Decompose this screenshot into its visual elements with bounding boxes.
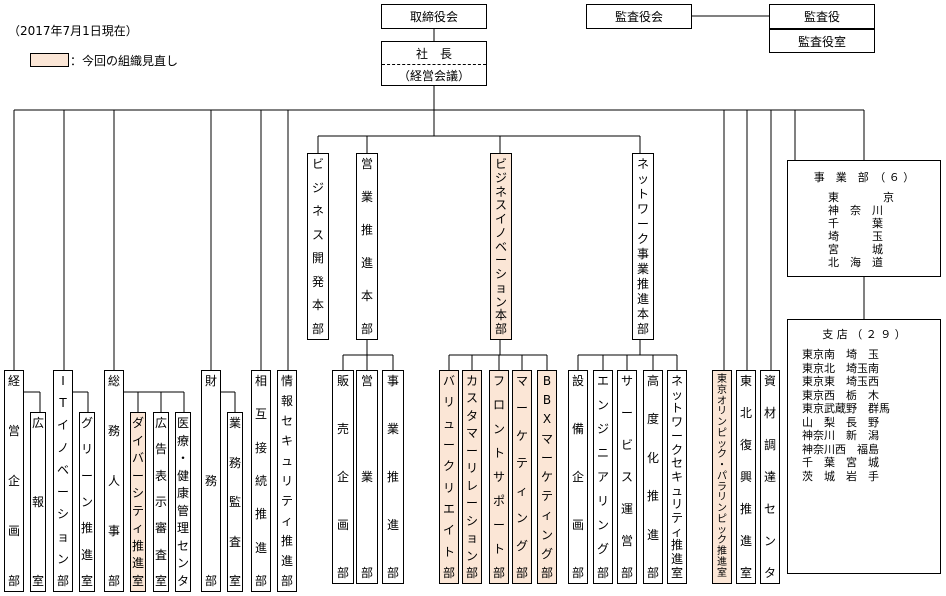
business-division-list: 東 京神 奈 川千 葉埼 玉宮 城北 海 道: [828, 191, 940, 269]
business-division-item: 北 海 道: [828, 256, 883, 269]
biz-innovation-unit-4: マーケティング部マーケティング部: [512, 370, 532, 584]
direct-unit-7: 広告表示審査室広告表示審査室: [153, 412, 169, 592]
business-division-item: 埼 玉: [828, 230, 883, 243]
mid-unit-4: ネットワーク事業推進本部ネットワーク事業推進本部: [632, 153, 654, 340]
direct-unit-11: 相互接続推進部相互接続推進部: [251, 370, 271, 592]
mid-unit-1: ビジネス開発本部ビジネス開発本部: [307, 153, 329, 340]
sales-unit-1: 販売企画部販売企画部: [332, 370, 354, 584]
mid-unit-3: ビジネスイノベーション本部ビジネスイノベーション本部: [490, 153, 512, 340]
business-division-item: 神 奈 川: [828, 204, 883, 217]
direct-unit-5: 総務人事部総務人事部: [104, 370, 124, 592]
branch-list: 東京南 埼 玉東京北 埼玉南東京東 埼玉西東京西 栃 木東京武蔵野 群馬山 梨 …: [802, 348, 940, 483]
business-division-item: 千 葉: [828, 217, 883, 230]
branch-item: 東京西 栃 木: [802, 388, 879, 402]
branch-item: 東京東 埼玉西: [802, 375, 879, 388]
branch-item: 東京武蔵野 群馬: [802, 402, 890, 415]
direct-unit-10: 業務監査室業務監査室: [227, 412, 243, 592]
right-unit-2: 東北復興推進室東北復興推進室: [736, 370, 756, 584]
network-unit-2: エンジニアリング部エンジニアリング部: [593, 370, 613, 584]
network-unit-1: 設備企画部設備企画部: [568, 370, 588, 584]
sales-unit-3: 事業推進部事業推進部: [382, 370, 404, 584]
legend-text: ：今回の組織見直し: [70, 54, 179, 68]
sales-unit-2: 営業部営業部: [356, 370, 378, 584]
auditor-office-box: 監査役室: [769, 29, 875, 53]
direct-unit-4: グリーン推進室グリーン推進室: [79, 412, 95, 592]
branch-item: 神奈川 新 潟: [802, 429, 879, 442]
auditor-box: 監査役: [769, 4, 875, 29]
board-label: 取締役会: [409, 10, 458, 24]
business-division-title: 事 業 部 （ ６ ）: [813, 171, 915, 184]
branch-title: 支 店 （ ２ ９ ）: [822, 328, 906, 341]
auditor-label: 監査役: [803, 10, 840, 24]
business-division-box: 事 業 部 （ ６ ） 東 京神 奈 川千 葉埼 玉宮 城北 海 道: [787, 160, 941, 277]
branch-item: 東京南 埼 玉: [802, 348, 879, 361]
biz-innovation-unit-3: フロントサポート部フロントサポート部: [489, 370, 509, 584]
mid-unit-2: 営業推進本部営業推進本部: [356, 153, 378, 340]
direct-unit-1: 経営企画部経営企画部: [4, 370, 24, 592]
date-note: （2017年7月1日現在）: [8, 24, 138, 38]
direct-unit-2: 広報室広報室: [30, 412, 46, 592]
business-division-item: 東 京: [828, 191, 894, 204]
biz-innovation-unit-5: BBXマーケティング部BBXマーケティング部: [537, 370, 557, 584]
mgmt-council-label: （経営会議）: [397, 69, 470, 83]
network-unit-5: ネットワークセキュリティ推進室ネットワークセキュリティ推進室: [667, 370, 687, 584]
direct-unit-12: 情報セキュリティ推進部情報セキュリティ推進部: [277, 370, 297, 592]
business-division-item: 宮 城: [828, 243, 883, 256]
legend-swatch: [30, 53, 69, 67]
direct-unit-9: 財務部財務部: [201, 370, 221, 592]
president-box: 社 長 （経営会議）: [381, 41, 487, 86]
branch-item: 千 葉 宮 城: [802, 456, 879, 469]
auditor-office-label: 監査役室: [797, 34, 846, 49]
president-label: 社 長: [382, 42, 486, 65]
branch-box: 支 店 （ ２ ９ ） 東京南 埼 玉東京北 埼玉南東京東 埼玉西東京西 栃 木…: [787, 319, 941, 574]
branch-item: 神奈川西 福島: [802, 442, 879, 456]
direct-unit-3: ITイノベーション部ITイノベーション部: [53, 370, 73, 592]
biz-innovation-unit-2: カスタマーリレーション部カスタマーリレーション部: [462, 370, 482, 584]
biz-innovation-unit-1: バリュークリエイト部バリュークリエイト部: [439, 370, 459, 584]
branch-item: 東京北 埼玉南: [802, 361, 879, 375]
right-unit-3: 資材調達センタ資材調達センタ: [760, 370, 780, 584]
branch-item: 茨 城 岩 手: [802, 469, 879, 483]
network-unit-4: 高度化推進部高度化推進部: [643, 370, 663, 584]
audit-board-box: 監査役会: [586, 4, 692, 29]
branch-item: 山 梨 長 野: [802, 415, 879, 429]
network-unit-3: サービス運営部サービス運営部: [617, 370, 637, 584]
board-box: 取締役会: [381, 4, 487, 29]
audit-board-label: 監査役会: [614, 10, 663, 24]
direct-unit-6: ダイバーシティ推進室ダイバーシティ推進室: [130, 412, 146, 592]
